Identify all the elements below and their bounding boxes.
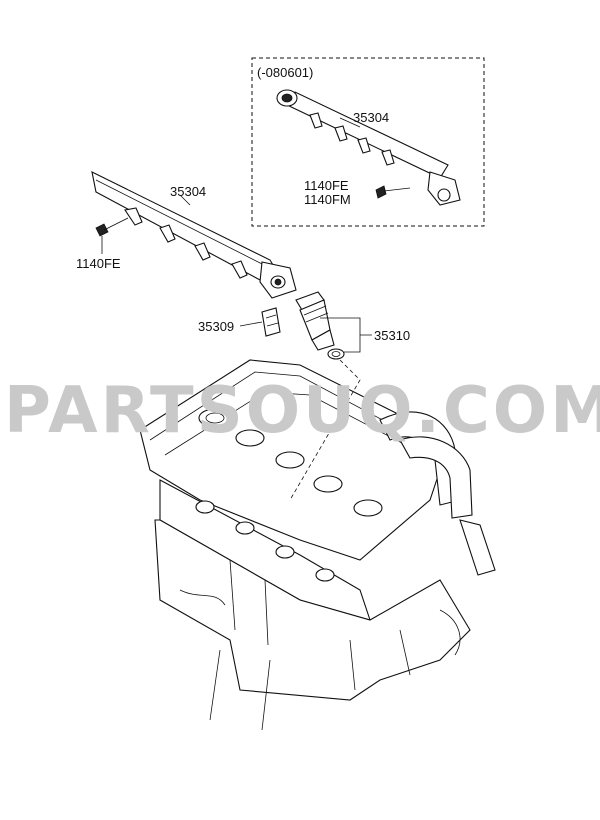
inset-bolt-label-1: 1140FE xyxy=(304,178,349,193)
inset-date-code: (-080601) xyxy=(257,65,313,80)
inset-bolt xyxy=(375,185,411,199)
injector-part-label: 35310 xyxy=(374,328,410,343)
inset-fuel-rail xyxy=(276,89,461,206)
inset-box: (-080601) 35304 1140FE 1140FM xyxy=(251,57,485,227)
inset-bolt-label-2: 1140FM xyxy=(304,192,351,207)
mounting-bolt xyxy=(95,217,129,254)
engine-assembly xyxy=(139,359,496,731)
injector-clip xyxy=(261,307,281,337)
inset-rail-label: 35304 xyxy=(353,110,389,125)
fuel-rail xyxy=(91,171,297,299)
rail-part-label: 35304 xyxy=(170,184,206,199)
watermark: PARTSOUQ.COM xyxy=(4,374,600,448)
clip-part-label: 35309 xyxy=(198,319,234,334)
bolt-part-label: 1140FE xyxy=(76,256,121,271)
fuel-injector xyxy=(295,291,345,360)
